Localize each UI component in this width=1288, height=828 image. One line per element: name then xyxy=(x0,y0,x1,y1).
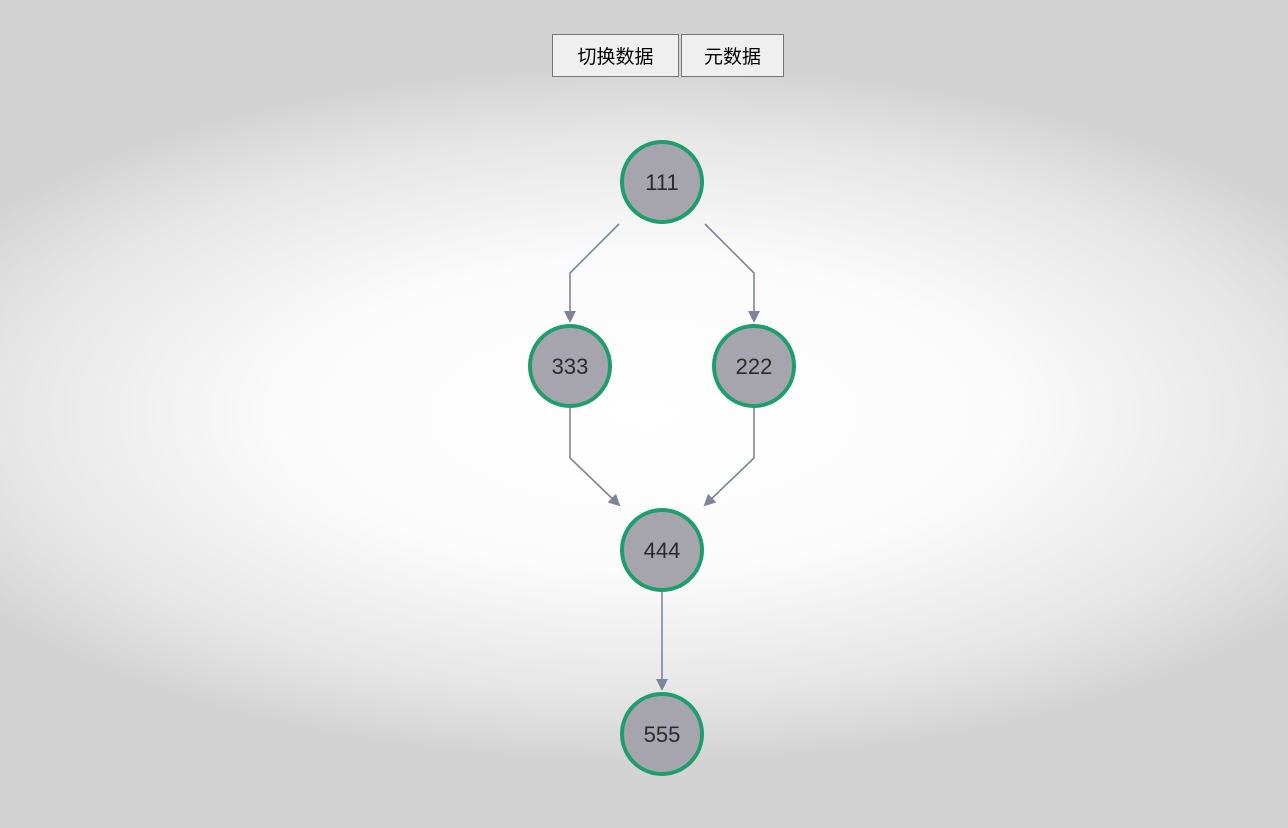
edge-111-333 xyxy=(564,223,620,323)
node-222[interactable]: 222 xyxy=(712,324,796,408)
node-111[interactable]: 111 xyxy=(620,140,704,224)
metadata-button[interactable]: 元数据 xyxy=(681,34,784,77)
edge-111-222 xyxy=(704,223,760,323)
toolbar: 切换数据 元数据 xyxy=(552,34,784,77)
node-555[interactable]: 555 xyxy=(620,692,704,776)
node-label: 111 xyxy=(645,170,678,195)
node-333[interactable]: 333 xyxy=(528,324,612,408)
node-label: 555 xyxy=(644,722,681,747)
node-444[interactable]: 444 xyxy=(620,508,704,592)
edge-222-444 xyxy=(703,408,755,507)
node-label: 333 xyxy=(552,354,589,379)
switch-data-button[interactable]: 切换数据 xyxy=(552,34,679,77)
node-label: 444 xyxy=(644,538,681,563)
node-label: 222 xyxy=(736,354,773,379)
edge-333-444 xyxy=(569,408,621,507)
